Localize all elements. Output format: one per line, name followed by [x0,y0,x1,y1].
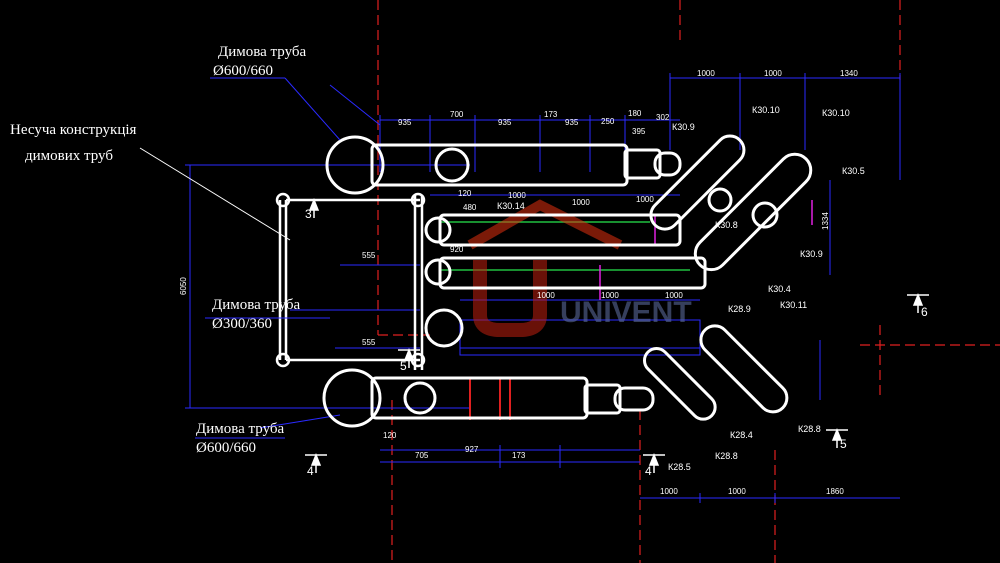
dim-r2-4: 1000 [572,198,590,207]
marker-7: К30.9 [800,249,823,259]
dim-b-4: 173 [512,451,526,460]
dim-r1-8: 395 [632,127,646,136]
dim-r1-9: 302 [656,113,670,122]
marker-10: К28.9 [728,304,751,314]
dim-r2-7: 555 [362,251,376,260]
label-structure-1: Несуча конструкція [10,122,137,138]
label-pipe-top: Димова труба [218,44,307,60]
dim-r1-2: 700 [450,110,464,119]
leader-lines [195,77,341,439]
dim-r1-5: 935 [565,118,579,127]
support-frame [275,192,426,370]
dim-r1-3: 935 [498,118,512,127]
section-5b: 5 [840,437,847,451]
diagonal-pipes [642,134,813,421]
dim-b-7: 1860 [826,487,844,496]
marker-2: К30.10 [752,105,780,115]
marker-14: К28.8 [715,451,738,461]
pipe-bottom-section [322,368,382,428]
dim-r1-4: 173 [544,110,558,119]
section-markers [303,197,929,473]
dim-b-1: 120 [383,431,397,440]
dim-top-1: 1000 [697,69,715,78]
dim-r2-11: 555 [362,338,376,347]
dim-b-5: 1000 [660,487,678,496]
label-pipe-mid: Димова труба [212,297,301,313]
dim-b-2: 705 [415,451,429,460]
dim-side-2: 1334 [821,212,830,230]
section-4a: 4 [307,464,314,478]
section-3: 3 [305,207,312,221]
dim-side-1: 6050 [179,277,188,295]
marker-3: К30.10 [822,108,850,118]
section-5: 5 [400,359,407,373]
dim-r2-10: 1000 [665,291,683,300]
marker-6: К30.8 [715,220,738,230]
dim-r2-2: 480 [463,203,477,212]
dim-r2-6: 920 [450,245,464,254]
marker-9: К30.11 [780,300,807,310]
section-4b: 4 [645,464,652,478]
marker-13: К28.5 [668,462,691,472]
pipes [322,135,707,428]
dim-r2-9: 1000 [601,291,619,300]
dim-b-6: 1000 [728,487,746,496]
dim-b-3: 927 [465,445,479,454]
label-pipe-mid-dia: Ø300/360 [212,316,272,332]
label-pipe-bot: Димова труба [196,421,285,437]
marker-4: К30.5 [842,166,865,176]
watermark-text: UNIVENT [560,296,692,329]
marker-8: К30.4 [768,284,791,294]
dim-r1-6: 250 [601,117,615,126]
label-structure-2: димових труб [25,148,113,164]
dim-top-2: 1000 [764,69,782,78]
marker-1: К30.9 [672,122,695,132]
pipe-top-section [325,135,385,195]
dim-r1-7: 180 [628,109,642,118]
axis-lines [377,0,1000,563]
label-pipe-top-dia: Ø600/660 [213,63,273,79]
dim-r2-1: 120 [458,189,472,198]
marker-12: К28.8 [798,424,821,434]
watermark-logo [467,199,623,337]
dim-r1-1: 935 [398,118,412,127]
section-6: 6 [921,305,928,319]
dim-r2-3: 1000 [508,191,526,200]
label-pipe-bot-dia: Ø600/660 [196,440,256,456]
dim-top-3: 1340 [840,69,858,78]
dim-r2-5: 1000 [636,195,654,204]
marker-5: К30.14 [497,201,525,211]
dim-r2-8: 1000 [537,291,555,300]
dimension-lines [139,77,900,499]
marker-11: К28.4 [730,430,753,440]
